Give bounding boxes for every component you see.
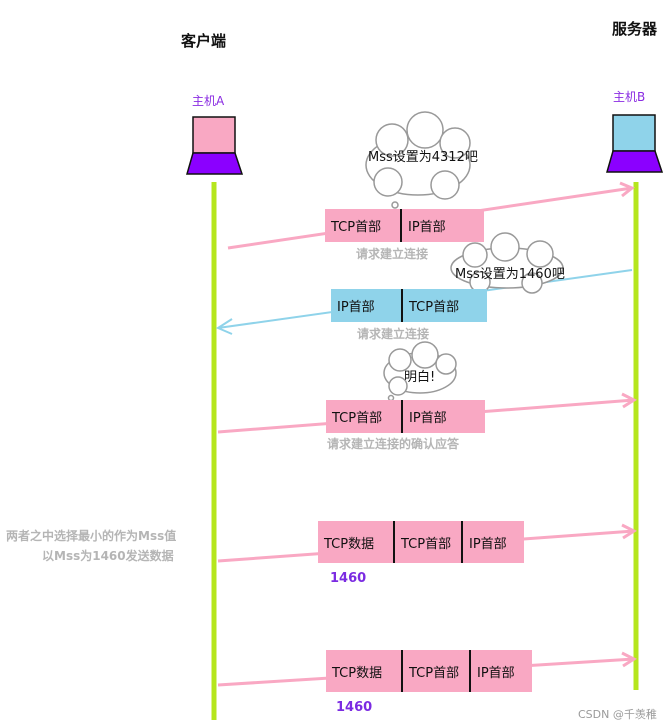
segment-4: TCP数据 TCP首部 IP首部 — [318, 521, 524, 563]
segment-4-divider-1 — [393, 521, 395, 563]
segment-3-divider — [401, 400, 403, 433]
segment-2-cell-2: TCP首部 — [409, 300, 460, 315]
segment-1-caption: 请求建立连接 — [356, 247, 429, 261]
cloud-2-text: Mss设置为1460吧 — [455, 267, 565, 282]
segment-4-cell-2: TCP首部 — [401, 536, 452, 552]
segment-2-caption: 请求建立连接 — [357, 327, 430, 341]
segment-4-cell-1: TCP数据 — [324, 536, 375, 552]
watermark: CSDN @千羡稚 — [578, 708, 657, 721]
segment-1-divider — [400, 209, 402, 242]
segment-3-cell-2: IP首部 — [409, 411, 447, 426]
segment-3-cell-1: TCP首部 — [332, 411, 383, 426]
cloud-1 — [365, 111, 471, 215]
host-b-label: 主机B — [613, 90, 646, 104]
host-a-label: 主机A — [192, 94, 225, 108]
segment-1-cell-2: IP首部 — [408, 220, 446, 235]
segment-3: TCP首部 IP首部 — [326, 400, 485, 433]
client-title: 客户端 — [181, 32, 227, 50]
segment-5-cell-3: IP首部 — [477, 665, 515, 681]
computer-a-icon — [186, 116, 244, 175]
cloud-3 — [383, 341, 457, 402]
cloud-2 — [450, 232, 564, 294]
cloud-3-text: 明白! — [404, 370, 436, 385]
segment-3-caption: 请求建立连接的确认应答 — [327, 437, 460, 451]
computer-b-icon — [606, 114, 664, 173]
segment-5-cell-2: TCP首部 — [409, 665, 460, 681]
segment-5: TCP数据 TCP首部 IP首部 — [326, 650, 532, 692]
segment-5-cell-1: TCP数据 — [332, 665, 383, 681]
segment-5-divider-1 — [401, 650, 403, 692]
segment-2-cell-1: IP首部 — [337, 300, 375, 315]
cloud-1-text: Mss设置为4312吧 — [368, 150, 478, 165]
segment-4-divider-2 — [461, 521, 463, 563]
segment-2-divider — [401, 289, 403, 322]
segment-4-cell-3: IP首部 — [469, 536, 507, 552]
segment-5-size: 1460 — [336, 700, 373, 715]
note-line-2: 以Mss为1460发送数据 — [42, 549, 174, 563]
server-title: 服务器 — [612, 20, 658, 38]
segment-4-size: 1460 — [330, 571, 367, 586]
segment-2: IP首部 TCP首部 — [331, 289, 487, 322]
segment-1: TCP首部 IP首部 — [325, 209, 484, 242]
segment-5-divider-2 — [469, 650, 471, 692]
note-line-1: 两者之中选择最小的作为Mss值 — [6, 529, 177, 543]
segment-1-cell-1: TCP首部 — [331, 220, 382, 235]
